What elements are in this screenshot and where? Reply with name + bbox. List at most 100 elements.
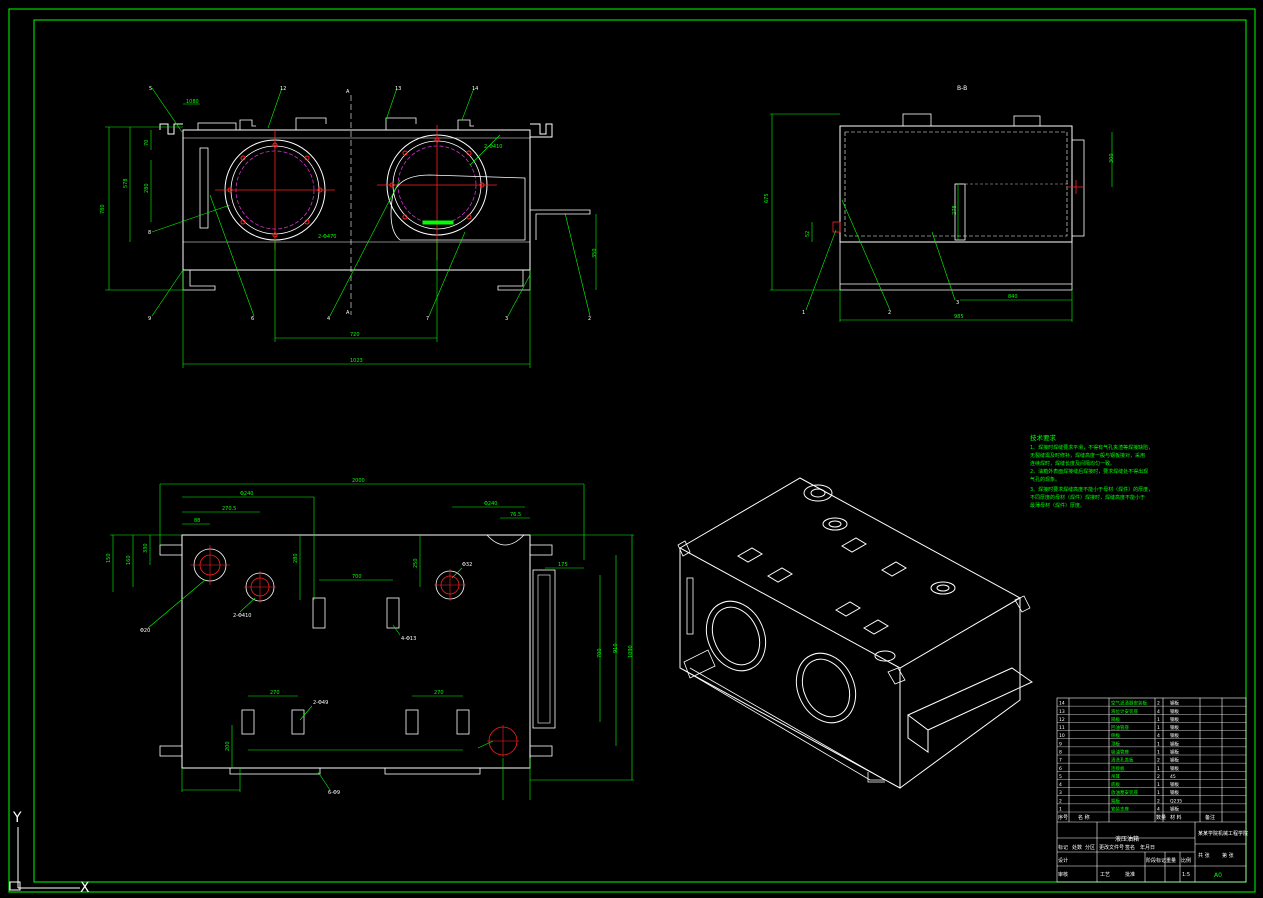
parts-row-name: 空气滤清器安装板: [1111, 700, 1147, 707]
parts-row-no: 3: [1059, 790, 1062, 796]
front-view: A A 1023 720 780 578 280 70 350 1080 2-Φ…: [100, 86, 598, 368]
dim-top-d5: 280: [293, 553, 299, 563]
parts-row-name: 隔板: [1111, 716, 1120, 723]
parts-row-no: 14: [1059, 701, 1065, 707]
tb-label-mark: 标记: [1058, 844, 1068, 851]
parts-row-no: 10: [1059, 733, 1065, 739]
section-mark-a-top: A: [346, 89, 350, 95]
leader-8: 8: [148, 230, 151, 236]
tb-label-zone: 分区: [1085, 844, 1095, 851]
parts-row-name: 顶板: [1111, 740, 1120, 747]
tech-note-line-6: 3、焊接时要求焊缝高度不能小于母材（焊件）的厚度，: [1030, 486, 1153, 493]
parts-row-qty: 1: [1157, 741, 1160, 747]
parts-row-name: 清洗孔盖板: [1111, 757, 1134, 764]
parts-row-name: 吸油管座: [1111, 749, 1129, 756]
tech-note-line-8: 最薄母材（焊件）厚度。: [1030, 502, 1085, 509]
dim-top-d11: 88: [194, 518, 200, 524]
tb-drawing-name: 液压油箱: [1115, 835, 1139, 843]
parts-row-material: 45: [1170, 774, 1176, 780]
parts-row-no: 4: [1059, 782, 1062, 788]
dim-top-d13: 150: [106, 553, 112, 563]
tech-note-line-1: 1、焊接时焊缝要求平滑，不得有气孔夹渣等焊接缺陷，: [1030, 444, 1153, 451]
tb-label-scale: 比例: [1181, 857, 1191, 864]
note-top-4: 2-Φ49: [313, 700, 328, 706]
dim-front-overall-width: 1023: [350, 358, 363, 364]
parts-row-qty: 4: [1157, 709, 1160, 715]
tb-label-change-doc: 更改文件号: [1099, 844, 1124, 851]
tb-label-total-sheets: 共 张: [1198, 852, 1210, 859]
dim-top-d14: 160: [126, 555, 132, 565]
parts-row-material: Q235: [1170, 798, 1182, 804]
parts-row-no: 11: [1059, 725, 1065, 731]
tb-sheet-size: A0: [1214, 872, 1222, 879]
ucs-icon: Y X: [9, 810, 90, 896]
dim-side-small-height: 52: [805, 231, 811, 237]
parts-row-qty: 2: [1157, 758, 1160, 764]
leader-14: 14: [472, 86, 478, 92]
tb-label-count: 处数: [1072, 844, 1082, 851]
tb-label-design: 设计: [1058, 857, 1068, 864]
note-front-hole-a: 2-Φ470: [318, 234, 336, 240]
parts-row-material: 钢板: [1170, 700, 1179, 707]
note-front-hole-b: 2-Φ410: [484, 144, 502, 150]
tb-label-process: 工艺: [1100, 872, 1110, 878]
tb-label-signature: 签名: [1125, 844, 1135, 851]
parts-row-name: 底板: [1111, 781, 1120, 788]
parts-row-name: 液位计安装座: [1111, 708, 1138, 715]
leader-6: 6: [251, 316, 254, 322]
note-top-5: 6-Φ9: [328, 790, 340, 796]
dim-side-bottom-width: 840: [1008, 294, 1018, 300]
tb-scale-value: 1:5: [1182, 872, 1190, 878]
parts-row-name: 端板: [1111, 797, 1120, 804]
dim-top-overall-height: 1090: [628, 645, 634, 658]
inner-frame: [33, 19, 1247, 883]
dim-front-left-1: 578: [123, 178, 129, 188]
parts-row-name: 侧板: [1111, 732, 1120, 739]
tb-label-date: 年月日: [1140, 844, 1155, 851]
parts-row-qty: 1: [1157, 782, 1160, 788]
dim-top-d16: 250: [413, 558, 419, 568]
tb-label-stage: 阶段标记: [1146, 857, 1166, 864]
tb-label-sheet-no: 第 张: [1222, 852, 1234, 859]
parts-row-qty: 2: [1157, 701, 1160, 707]
leader-3: 3: [505, 316, 508, 322]
parts-row-qty: 1: [1157, 725, 1160, 731]
parts-row-no: 9: [1059, 741, 1062, 747]
leader-13: 13: [395, 86, 401, 92]
tech-note-line-5: 气孔的现象。: [1030, 476, 1060, 483]
leader-12: 12: [280, 86, 286, 92]
ucs-x-label: X: [80, 880, 90, 896]
tech-note-line-2: 无裂缝需及时修补，焊缝高度一般与钢板接对，采用: [1030, 452, 1145, 459]
dim-top-d8: 700: [352, 574, 362, 580]
dim-top-d7: 270: [434, 690, 444, 696]
dim-top-d12: 330: [143, 543, 149, 553]
leader-7: 7: [426, 316, 429, 322]
section-mark-a-bottom: A: [346, 310, 350, 316]
tech-notes: 技术要求 1、焊接时焊缝要求平滑，不得有气孔夹渣等焊接缺陷， 无裂缝需及时修补，…: [1030, 433, 1153, 509]
note-top-1: 2-Φ410: [233, 613, 251, 619]
parts-row-material: 钢板: [1170, 724, 1179, 731]
dim-top-d4: 76.5: [510, 512, 521, 518]
parts-row-name: 吊耳: [1111, 774, 1120, 780]
top-view: 2000 Φ240 270.5 88 Φ240 76.5 150 160 330…: [106, 478, 634, 800]
dim-top-d9: 175: [558, 562, 568, 568]
parts-row-material: 钢板: [1170, 708, 1179, 715]
parts-row-name: 放油塞安装座: [1111, 789, 1138, 796]
dim-side-inner-height: 278: [952, 205, 958, 215]
outer-frame: [8, 8, 1256, 893]
tech-note-line-4: 2、油箱外表面焊接缝后焊接时，要求焊缝处不得出现: [1030, 468, 1148, 475]
parts-row-material: 钢板: [1170, 716, 1179, 723]
note-top-2: 4-Φ13: [401, 636, 416, 642]
dim-top-d10: 700: [597, 648, 603, 658]
parts-row-name: 连接板: [1111, 765, 1125, 772]
parts-row-material: 钢板: [1170, 806, 1179, 813]
dim-side-overall-height: 675: [764, 193, 770, 203]
leader-4: 4: [327, 316, 330, 322]
dim-top-d3: 270.5: [222, 506, 236, 512]
tb-label-review: 审核: [1058, 871, 1068, 878]
tb-header-remark: 备注: [1205, 814, 1215, 821]
parts-row-qty: 4: [1157, 807, 1160, 813]
ucs-y-label: Y: [12, 810, 22, 826]
